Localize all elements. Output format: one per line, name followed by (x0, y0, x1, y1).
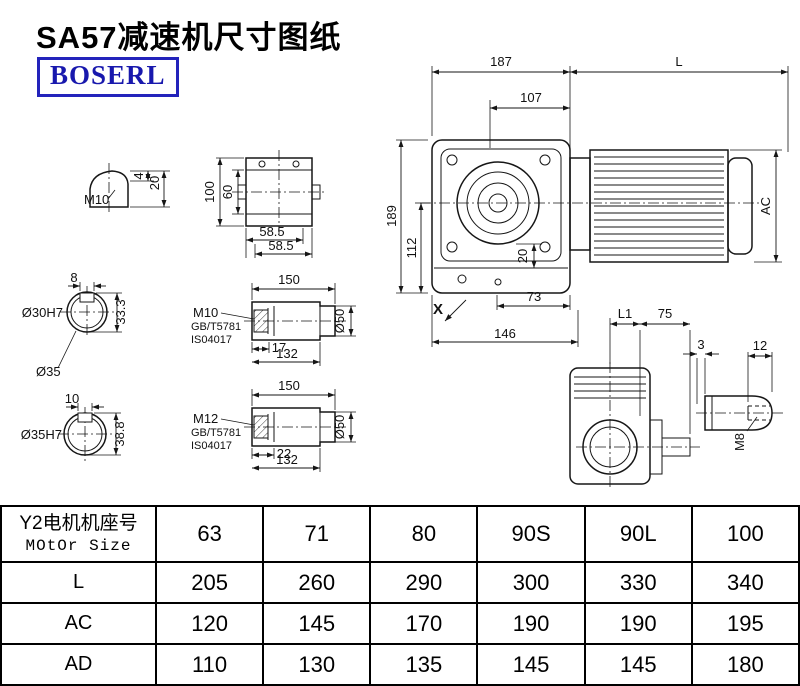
row-label-L: L (0, 561, 157, 604)
shaft-end-detail: 3 12 M8 (683, 337, 784, 451)
value-cell: 145 (476, 643, 586, 686)
motor-size-table: Y2电机机座号 MOtOr Size 63 71 80 90S 90L 100 … (0, 505, 800, 686)
motor-size-header-cn: Y2电机机座号 (19, 513, 138, 535)
dim-33-label: 33.3 (113, 299, 128, 324)
dim-20b-label: 20 (147, 176, 162, 190)
dim-132a-label: 132 (276, 346, 298, 361)
output-view-dimensions: L1 75 (609, 306, 691, 434)
value-cell: 170 (369, 602, 479, 645)
value-cell: 110 (154, 643, 265, 686)
fan-cover (727, 157, 753, 255)
bore-b-label: Ø35H7 (21, 427, 62, 442)
shaft-detail-a: 150 M10 GB/T5781 IS04017 17 132 Ø50 (191, 272, 356, 366)
value-cell: 130 (262, 643, 372, 686)
size-cell: 80 (369, 505, 479, 563)
dim-146-label: 146 (494, 326, 516, 341)
row-label-AD: AD (0, 643, 157, 686)
dim-22-label: 22 (277, 446, 291, 461)
size-cell: 63 (154, 505, 265, 563)
value-cell: 145 (262, 602, 372, 645)
bore-section-b: 10 Ø35H7 38.8 (21, 391, 127, 461)
value-cell: 180 (690, 643, 800, 686)
motor-size-header-en: MOtOr Size (25, 536, 132, 555)
shaft-housing-top-view: 100 60 58.5 58.5 (202, 150, 326, 258)
value-cell: 340 (690, 561, 800, 604)
dim-60-label: 60 (220, 185, 235, 199)
size-cell: 90L (583, 505, 693, 563)
dim-58a-label: 58.5 (259, 224, 284, 239)
dim-132b-label: 132 (276, 452, 298, 467)
size-cell: 100 (690, 505, 800, 563)
value-cell: 260 (262, 561, 372, 604)
dim-AC-label: AC (758, 197, 773, 215)
dim-187-label: 187 (490, 54, 512, 69)
key-section-detail: M10 4 20 (84, 163, 170, 214)
motor-size-header-cell: Y2电机机座号 MOtOr Size (0, 505, 157, 563)
motor (589, 149, 753, 263)
dim-107-label: 107 (520, 90, 542, 105)
size-cell: 71 (262, 505, 372, 563)
value-cell: 120 (154, 602, 265, 645)
table-row-sizes: Y2电机机座号 MOtOr Size 63 71 80 90S 90L 100 (0, 505, 800, 563)
table-row-L: L 205 260 290 300 330 340 (0, 561, 800, 604)
technical-drawing: 187 L 107 189 112 AC 20 73 (21, 54, 789, 490)
m8-thread-label: M8 (732, 433, 747, 451)
dim-10-label: 10 (65, 391, 79, 406)
shaft-a-thread-label: M10 (193, 305, 218, 320)
dim-50a-label: Ø50 (332, 309, 347, 334)
value-cell: 195 (690, 602, 800, 645)
key-m10-label: M10 (84, 192, 109, 207)
shaft-a-std2-label: IS04017 (191, 334, 232, 346)
x-marker-label: X (433, 301, 443, 318)
bore-section-a: 8 Ø30H7 33.3 Ø35 (22, 270, 128, 379)
size-cell: 90S (476, 505, 586, 563)
main-view-dimensions: 187 L 107 189 112 AC 20 73 (384, 54, 789, 347)
dim-L-label: L (675, 54, 682, 69)
table-row-AD: AD 110 130 135 145 145 180 (0, 643, 800, 686)
shaft-a-std1-label: GB/T5781 (191, 321, 241, 333)
boserl-logo: BOSERL (37, 57, 179, 97)
dim-150a-label: 150 (278, 272, 300, 287)
shaft-detail-b: 150 M12 GB/T5781 IS04017 22 132 Ø50 (191, 378, 356, 472)
dim-112-label: 112 (404, 238, 419, 259)
value-cell: 190 (476, 602, 586, 645)
shaft-b-thread-label: M12 (193, 411, 218, 426)
value-cell: 290 (369, 561, 479, 604)
bore-a-label: Ø30H7 (22, 305, 63, 320)
value-cell: 300 (476, 561, 586, 604)
dim-12-label: 12 (753, 338, 767, 353)
value-cell: 190 (583, 602, 693, 645)
dim-20-label: 20 (515, 249, 530, 263)
dim-L1-label: L1 (618, 306, 632, 321)
main-assembly-view (420, 139, 762, 294)
dim-8-label: 8 (70, 270, 77, 285)
value-cell: 145 (583, 643, 693, 686)
dim-75-label: 75 (658, 306, 672, 321)
dim-3-label: 3 (697, 337, 704, 352)
value-cell: 205 (154, 561, 265, 604)
dim-58b-label: 58.5 (268, 238, 293, 253)
motor-adapter (569, 157, 591, 251)
dim-4-label: 4 (131, 172, 146, 179)
dim-100-label: 100 (202, 181, 217, 203)
dim-17-label: 17 (272, 340, 286, 355)
dim-189-label: 189 (384, 205, 399, 227)
dim-50b-label: Ø50 (332, 415, 347, 440)
table-row-AC: AC 120 145 170 190 190 195 (0, 602, 800, 645)
row-label-AC: AC (0, 602, 157, 645)
dim-73-label: 73 (527, 289, 541, 304)
dim-38-label: 38.8 (112, 421, 127, 446)
output-side-view (569, 362, 700, 490)
shaft-b-std1-label: GB/T5781 (191, 427, 241, 439)
dia-35-label: Ø35 (36, 364, 61, 379)
page-title: SA57减速机尺寸图纸 (36, 20, 342, 55)
value-cell: 135 (369, 643, 479, 686)
value-cell: 330 (583, 561, 693, 604)
shaft-b-std2-label: IS04017 (191, 440, 232, 452)
dim-150b-label: 150 (278, 378, 300, 393)
